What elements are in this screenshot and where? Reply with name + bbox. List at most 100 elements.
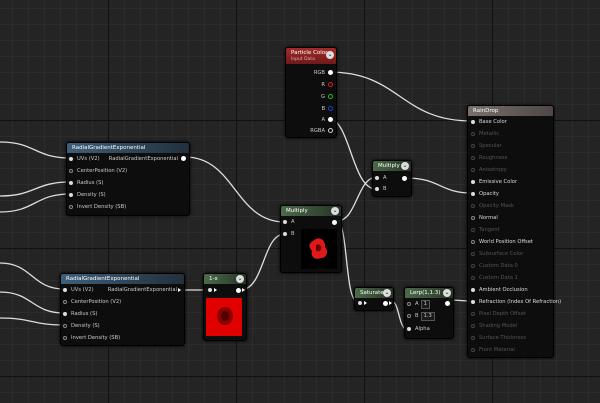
- particle-color-node[interactable]: Particle Color Input Data ⌄ RGB R G B A …: [285, 47, 337, 138]
- input-pin-row[interactable]: A: [283, 216, 295, 228]
- collapse-chevron-icon[interactable]: ⌄: [236, 275, 244, 283]
- material-input-pin-icon[interactable]: [471, 323, 475, 328]
- input-pin-row[interactable]: UVs (V2): [63, 284, 94, 296]
- material-input-row[interactable]: Tangent: [471, 224, 500, 236]
- input-pin-icon[interactable]: [69, 204, 73, 209]
- material-input-pin-icon[interactable]: [471, 239, 475, 244]
- material-input-pin-icon[interactable]: [471, 251, 475, 256]
- output-pin-icon[interactable]: [328, 82, 333, 87]
- material-input-pin-icon[interactable]: [471, 275, 475, 280]
- input-pin-icon[interactable]: [283, 231, 287, 236]
- input-pin-icon[interactable]: [375, 186, 379, 191]
- input-pin-icon[interactable]: [63, 335, 67, 340]
- input-pin-icon[interactable]: [63, 311, 67, 316]
- material-input-pin-icon[interactable]: [471, 263, 475, 268]
- input-pin-icon[interactable]: [69, 192, 73, 197]
- node-header[interactable]: 1-x ⌄: [204, 274, 246, 284]
- output-pin-row[interactable]: RGB: [314, 67, 333, 79]
- input-pin-icon[interactable]: [63, 299, 67, 304]
- output-pin-icon[interactable]: [383, 301, 388, 306]
- input-pin-row[interactable]: Invert Density (SB): [63, 332, 120, 344]
- radial-gradient-node-2[interactable]: RadialGradientExponential RadialGradient…: [60, 273, 185, 346]
- input-pin-row[interactable]: Invert Density (SB): [69, 201, 126, 213]
- material-input-pin-icon[interactable]: [471, 143, 475, 148]
- input-pin-icon[interactable]: [69, 156, 73, 161]
- material-input-row[interactable]: Anisotropy: [471, 164, 507, 176]
- input-pin-icon[interactable]: [407, 326, 411, 331]
- node-header[interactable]: RadialGradientExponential: [61, 274, 184, 284]
- material-input-row[interactable]: Pixel Depth Offset: [471, 308, 526, 320]
- output-pin-icon[interactable]: [236, 288, 241, 293]
- material-input-row[interactable]: Metallic: [471, 128, 499, 140]
- node-header[interactable]: RainDrop: [468, 106, 553, 116]
- node-header[interactable]: Multiply ⌄: [281, 206, 341, 216]
- input-pin-row[interactable]: Density (S): [69, 189, 106, 201]
- input-pin-row[interactable]: B: [375, 183, 387, 195]
- material-input-row[interactable]: Emissive Color: [471, 176, 517, 188]
- output-pin-row[interactable]: RadialGradientExponential: [108, 284, 181, 296]
- material-input-row[interactable]: Base Color: [471, 116, 507, 128]
- material-input-row[interactable]: Ambient Occlusion: [471, 284, 528, 296]
- input-pin-icon[interactable]: [407, 301, 411, 306]
- collapse-chevron-icon[interactable]: ⌄: [326, 51, 334, 59]
- output-pin-row[interactable]: R: [321, 79, 333, 91]
- output-pin-row[interactable]: RadialGradientExponential: [109, 153, 186, 165]
- node-header[interactable]: Multiply ⌄: [373, 161, 411, 171]
- node-header[interactable]: Particle Color Input Data ⌄: [286, 48, 336, 64]
- material-input-pin-icon[interactable]: [471, 347, 475, 352]
- b-value-field[interactable]: 1.3: [420, 312, 435, 321]
- material-input-row[interactable]: Custom Data 0: [471, 260, 518, 272]
- radial-gradient-node-1[interactable]: RadialGradientExponential RadialGradient…: [66, 142, 190, 216]
- output-pin-row[interactable]: G: [321, 91, 333, 103]
- output-pin-icon[interactable]: [332, 220, 337, 225]
- node-header[interactable]: Lerp(1,1.3) ⌄: [405, 288, 453, 298]
- input-pin-icon[interactable]: [375, 175, 379, 180]
- multiply-node-2[interactable]: Multiply ⌄ A B: [372, 160, 412, 197]
- collapse-chevron-icon[interactable]: ⌄: [443, 289, 451, 297]
- input-pin-row[interactable]: CenterPosition (V2): [69, 165, 127, 177]
- saturate-node[interactable]: Saturate ⌄: [354, 287, 394, 311]
- output-pin-icon[interactable]: [445, 301, 450, 306]
- material-input-row[interactable]: Specular: [471, 140, 502, 152]
- input-pin-row[interactable]: UVs (V2): [69, 153, 100, 165]
- material-input-row[interactable]: Subsurface Color: [471, 248, 523, 260]
- material-input-row[interactable]: Shading Model: [471, 320, 517, 332]
- input-pin-row[interactable]: B: [283, 228, 295, 240]
- material-input-pin-icon[interactable]: [471, 335, 475, 340]
- input-pin-icon[interactable]: [407, 313, 411, 318]
- input-pin-row[interactable]: A: [375, 172, 387, 184]
- material-input-pin-icon[interactable]: [471, 287, 475, 292]
- node-header[interactable]: Saturate ⌄: [355, 288, 393, 298]
- material-input-pin-icon[interactable]: [471, 227, 475, 232]
- material-input-row[interactable]: World Position Offset: [471, 236, 533, 248]
- material-input-pin-icon[interactable]: [471, 167, 475, 172]
- input-pin-icon[interactable]: [69, 180, 73, 185]
- output-pin-icon[interactable]: [328, 128, 333, 133]
- material-input-row[interactable]: Normal: [471, 212, 498, 224]
- material-input-row[interactable]: Roughness: [471, 152, 507, 164]
- input-pin-icon[interactable]: [63, 323, 67, 328]
- output-pin-row[interactable]: A: [321, 114, 333, 126]
- output-pin-icon[interactable]: [402, 176, 407, 181]
- output-pin-icon[interactable]: [178, 287, 181, 292]
- input-pin-row[interactable]: Density (S): [63, 320, 100, 332]
- material-input-pin-icon[interactable]: [471, 299, 475, 304]
- input-pin-icon[interactable]: [358, 301, 362, 305]
- output-pin-icon[interactable]: [328, 117, 333, 122]
- input-pin-icon[interactable]: [283, 219, 287, 224]
- material-input-row[interactable]: Surface Thickness: [471, 332, 526, 344]
- input-pin-row[interactable]: CenterPosition (V2): [63, 296, 121, 308]
- material-input-pin-icon[interactable]: [471, 203, 475, 208]
- material-input-row[interactable]: Refraction (Index Of Refraction): [471, 296, 561, 308]
- input-pin-row[interactable]: Radius (S): [69, 177, 103, 189]
- material-input-row[interactable]: Opacity: [471, 188, 499, 200]
- material-input-pin-icon[interactable]: [471, 119, 475, 124]
- collapse-chevron-icon[interactable]: ⌄: [383, 289, 391, 297]
- input-pin-icon[interactable]: [69, 168, 73, 173]
- output-pin-icon[interactable]: [328, 106, 333, 111]
- output-pin-icon[interactable]: [328, 70, 333, 75]
- material-input-pin-icon[interactable]: [471, 131, 475, 136]
